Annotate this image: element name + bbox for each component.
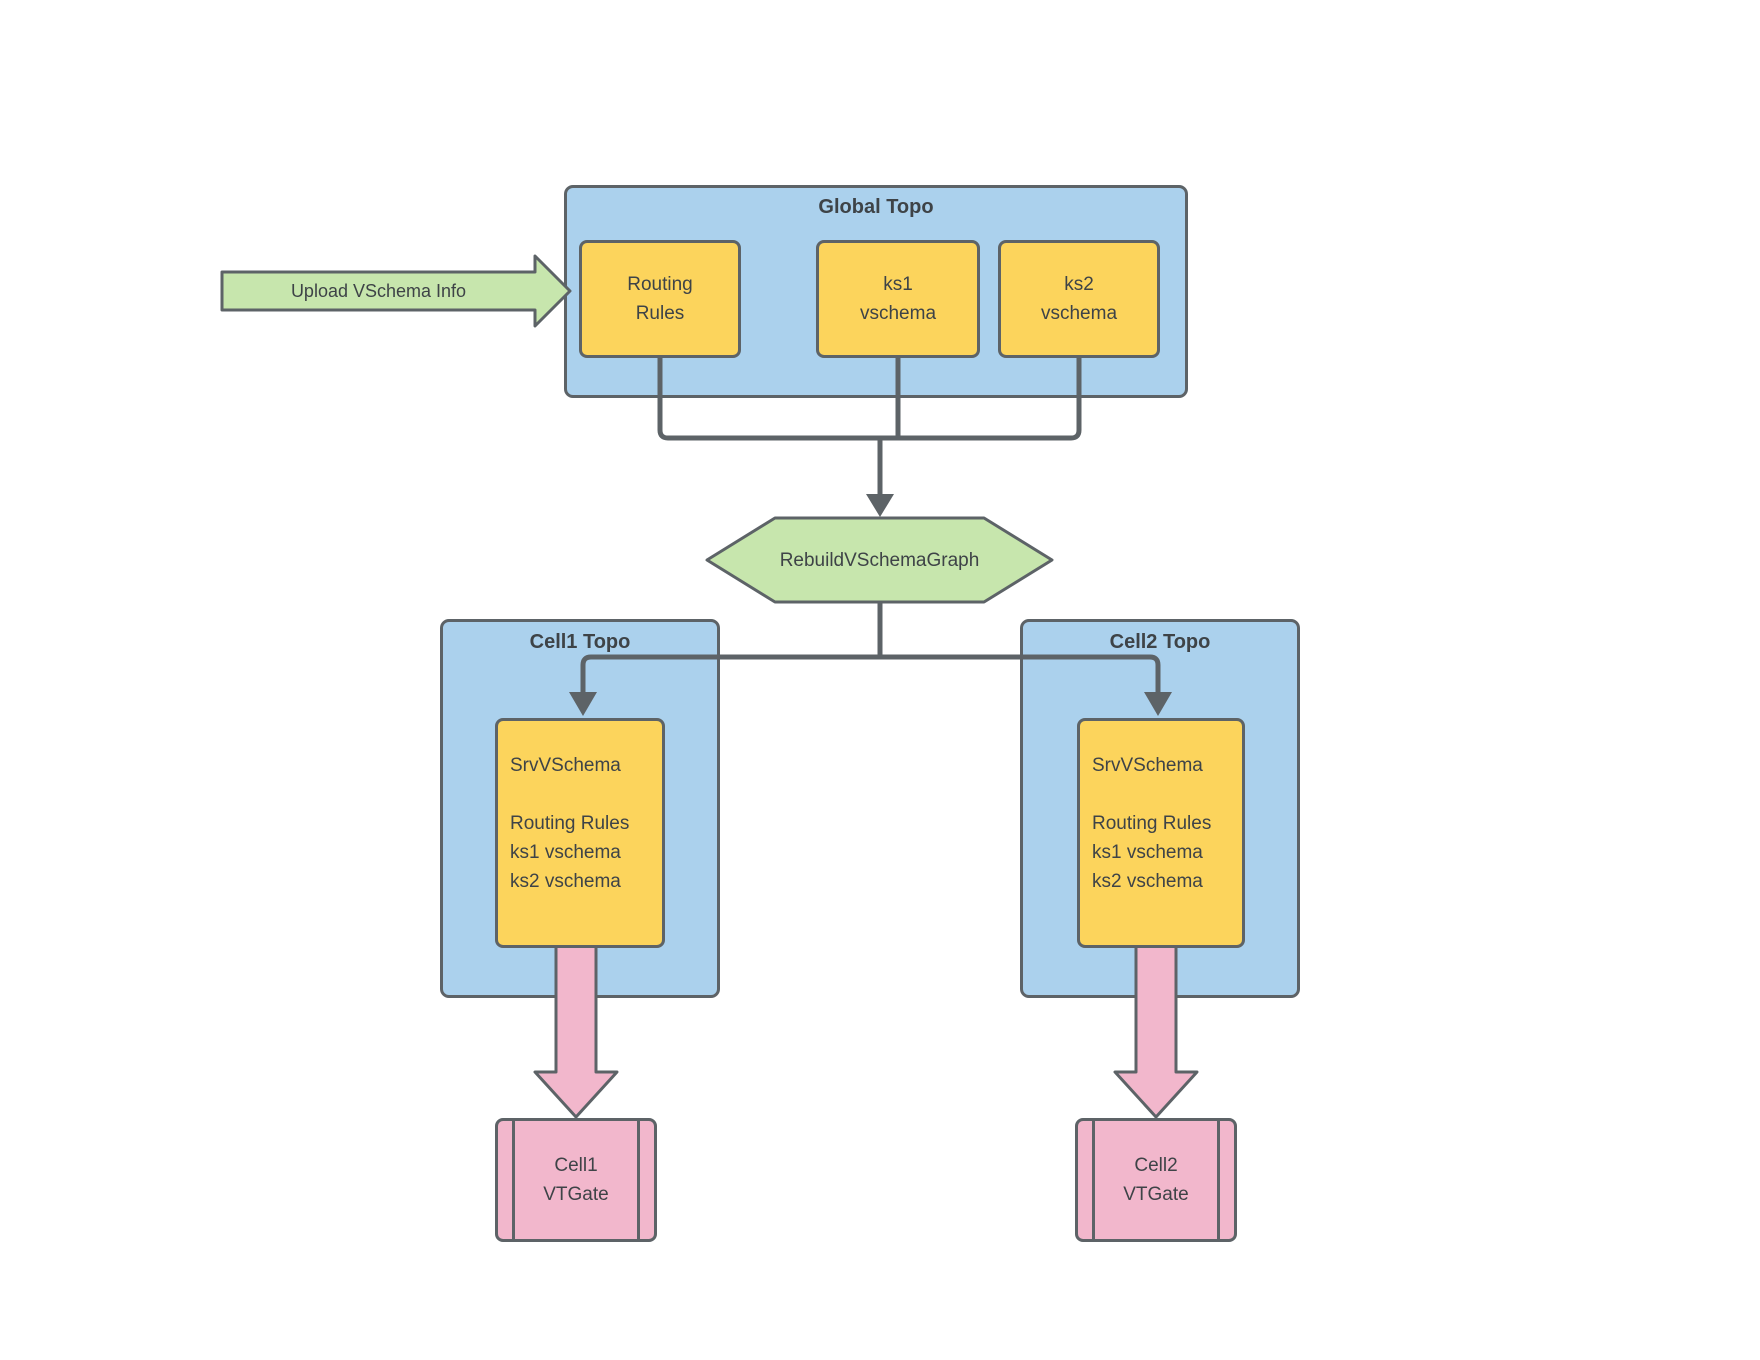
- cell1-srvvschema-header: SrvVSchema: [510, 755, 621, 776]
- cell2-topo-title: Cell2 Topo: [1109, 631, 1211, 653]
- upload-vschema-arrow-shape: [220, 254, 572, 328]
- cell2-srvvschema-node: SrvVSchema Routing Rules ks1 vschema ks2…: [1077, 718, 1245, 948]
- arrowhead-rebuild: [866, 494, 894, 517]
- arrowhead-cell2-srvvschema: [1144, 692, 1172, 716]
- ks1-vschema-line1: ks1: [883, 274, 913, 295]
- connector-global-nodes-merge: [657, 358, 1082, 441]
- ks2-vschema-line1: ks2: [1064, 274, 1094, 295]
- routing-rules-line2: Rules: [635, 303, 685, 324]
- ks1-vschema-node: ks1 vschema: [816, 240, 980, 358]
- upload-arrow-label: Upload VSchema Info: [290, 280, 467, 301]
- global-topo-title: Global Topo: [818, 196, 934, 218]
- ks2-vschema-node: ks2 vschema: [998, 240, 1160, 358]
- cell2-srvvschema-item-ks1: ks1 vschema: [1092, 842, 1203, 863]
- cell2-srvvschema-item-ks2: ks2 vschema: [1092, 871, 1203, 892]
- ks1-vschema-line2: vschema: [859, 303, 937, 324]
- cell1-srvvschema-item-routing-rules: Routing Rules: [510, 813, 630, 834]
- cell1-srvvschema-item-ks1: ks1 vschema: [510, 842, 621, 863]
- cell1-srvvschema-item-ks2: ks2 vschema: [510, 871, 621, 892]
- arrowhead-cell1-srvvschema: [569, 692, 597, 716]
- cell1-vtgate-line1: Cell1: [554, 1155, 598, 1176]
- rebuild-vschemagraph-label: RebuildVSchemaGraph: [779, 549, 980, 571]
- cell1-vtgate-right-bar: [637, 1121, 640, 1239]
- routing-rules-node: Routing Rules: [579, 240, 741, 358]
- cell2-vtgate-line2: VTGate: [1123, 1184, 1189, 1205]
- cell1-vtgate-left-bar: [512, 1121, 515, 1239]
- connector-rebuild-to-cells: [580, 654, 1161, 694]
- cell1-vtgate-line2: VTGate: [543, 1184, 609, 1205]
- cell1-srvvschema-node: SrvVSchema Routing Rules ks1 vschema ks2…: [495, 718, 665, 948]
- cell1-vtgate-node: Cell1 VTGate: [495, 1118, 657, 1242]
- cell2-vtgate-line1: Cell2: [1134, 1155, 1178, 1176]
- cell2-vtgate-node: Cell2 VTGate: [1075, 1118, 1237, 1242]
- rebuild-vschemagraph-hexagon-shape: [705, 516, 1054, 604]
- cell2-srvvschema-item-routing-rules: Routing Rules: [1092, 813, 1212, 834]
- cell1-topo-title: Cell1 Topo: [529, 631, 631, 653]
- cell2-srvvschema-header: SrvVSchema: [1092, 755, 1203, 776]
- cell2-vtgate-arrow: [1113, 944, 1199, 1119]
- routing-rules-line1: Routing: [627, 274, 693, 295]
- cell1-vtgate-arrow: [533, 944, 619, 1119]
- ks2-vschema-line2: vschema: [1040, 303, 1118, 324]
- cell2-vtgate-left-bar: [1092, 1121, 1095, 1239]
- cell2-vtgate-right-bar: [1217, 1121, 1220, 1239]
